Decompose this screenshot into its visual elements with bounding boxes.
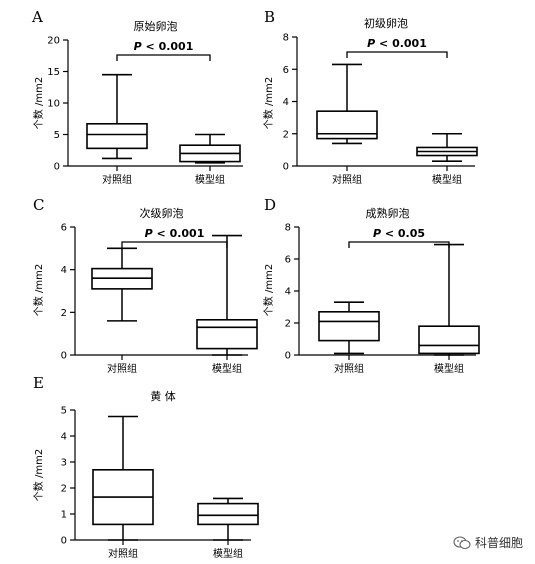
watermark: 科普细胞 <box>453 534 523 551</box>
panel-c-y-tick-label: 0 <box>61 351 67 362</box>
panel-a-y-tick-label: 5 <box>54 130 60 141</box>
panel-c-significance-label: P < 0.001 <box>145 227 205 240</box>
panel-d-y-tick-label: 4 <box>285 287 291 298</box>
panel-c-box-2-iqr-rect <box>196 318 258 350</box>
panel-e-y-tick-label: 1 <box>61 510 67 521</box>
panel-b-y-tick-label: 4 <box>283 97 289 108</box>
panel-a-y-tick-label: 15 <box>47 67 60 78</box>
panel-c-x-tick-label: 对照组 <box>107 362 137 375</box>
panel-d-y-tick-label: 2 <box>285 319 291 330</box>
panel-e-y-tick-label: 4 <box>61 432 67 443</box>
panel-b-title: 初级卵泡 <box>364 16 408 30</box>
panel-a-y-tick-label: 20 <box>47 36 60 47</box>
panel-e-y-tick-label: 2 <box>61 484 67 495</box>
panel-c-y-tick-label: 6 <box>61 223 67 234</box>
panel-d-significance-label: P < 0.05 <box>373 227 425 240</box>
panel-b-significance-label: P < 0.001 <box>367 37 427 50</box>
panel-a-y-tick-label: 0 <box>54 162 60 173</box>
panel-d-label: D <box>264 196 276 214</box>
panel-e-x-tick-label: 对照组 <box>108 547 138 560</box>
panel-e-y-tick-label: 0 <box>61 536 67 547</box>
panel-e-label: E <box>33 374 44 392</box>
panel-d-y-tick-label: 0 <box>285 351 291 362</box>
panel-b-significance-bracket <box>346 51 448 58</box>
panel-c-significance-bracket <box>121 241 228 248</box>
panel-c-y-tick-label: 4 <box>61 265 67 276</box>
panel-e-y-axis-label: 个数 /mm2 <box>32 449 45 501</box>
panel-c-y-tick-label: 2 <box>61 308 67 319</box>
panel-d-box-2-iqr-rect <box>418 325 480 355</box>
panel-e-box-2-iqr-rect <box>197 502 259 526</box>
wechat-icon <box>453 535 471 549</box>
panel-a-label: A <box>31 8 43 26</box>
panel-e-y-tick-label: 5 <box>61 406 67 417</box>
panel-d-y-tick-label: 8 <box>285 223 291 234</box>
panel-b-y-tick-label: 0 <box>283 162 289 173</box>
panel-c-x-tick-label: 模型组 <box>212 362 242 375</box>
panel-d-x-tick-label: 对照组 <box>334 362 364 375</box>
panel-b-y-tick-label: 2 <box>283 129 289 140</box>
panel-b-x-tick-label: 模型组 <box>432 173 462 186</box>
panel-b-y-tick-label: 6 <box>283 65 289 76</box>
panel-a-significance-bracket <box>116 54 211 61</box>
panel-d-y-tick-label: 6 <box>285 255 291 266</box>
panel-a-y-axis-label: 个数 /mm2 <box>32 77 45 129</box>
panel-b-y-axis-label: 个数 /mm2 <box>262 77 275 129</box>
panel-d-title: 成熟卵泡 <box>366 206 410 220</box>
panel-d-y-axis-label: 个数 /mm2 <box>262 264 275 316</box>
panel-b-box-1-iqr-rect <box>316 110 378 140</box>
panel-a-x-tick-label: 模型组 <box>195 173 225 186</box>
panel-a-x-tick-label: 对照组 <box>102 173 132 186</box>
panel-b-y-tick-label: 8 <box>283 33 289 44</box>
panel-c-y-axis-label: 个数 /mm2 <box>32 264 45 316</box>
panel-d-x-tick-label: 模型组 <box>434 362 464 375</box>
panel-e-title: 黄 体 <box>150 389 176 403</box>
panel-c-label: C <box>33 196 44 214</box>
panel-a-title: 原始卵泡 <box>134 19 178 33</box>
panel-a-y-tick-label: 10 <box>47 99 60 110</box>
panel-b-x-tick-label: 对照组 <box>332 173 362 186</box>
panel-a-significance-label: P < 0.001 <box>134 40 194 53</box>
panel-a-box-1-iqr-rect <box>86 122 148 150</box>
panel-e-y-tick-label: 3 <box>61 458 67 469</box>
panel-d-significance-bracket <box>348 241 450 248</box>
watermark-text: 科普细胞 <box>474 536 523 550</box>
panel-c-title: 次级卵泡 <box>140 206 184 220</box>
panel-b-label: B <box>264 8 275 26</box>
panel-d-box-1-iqr-rect <box>318 310 380 342</box>
panel-e-x-tick-label: 模型组 <box>213 547 243 560</box>
